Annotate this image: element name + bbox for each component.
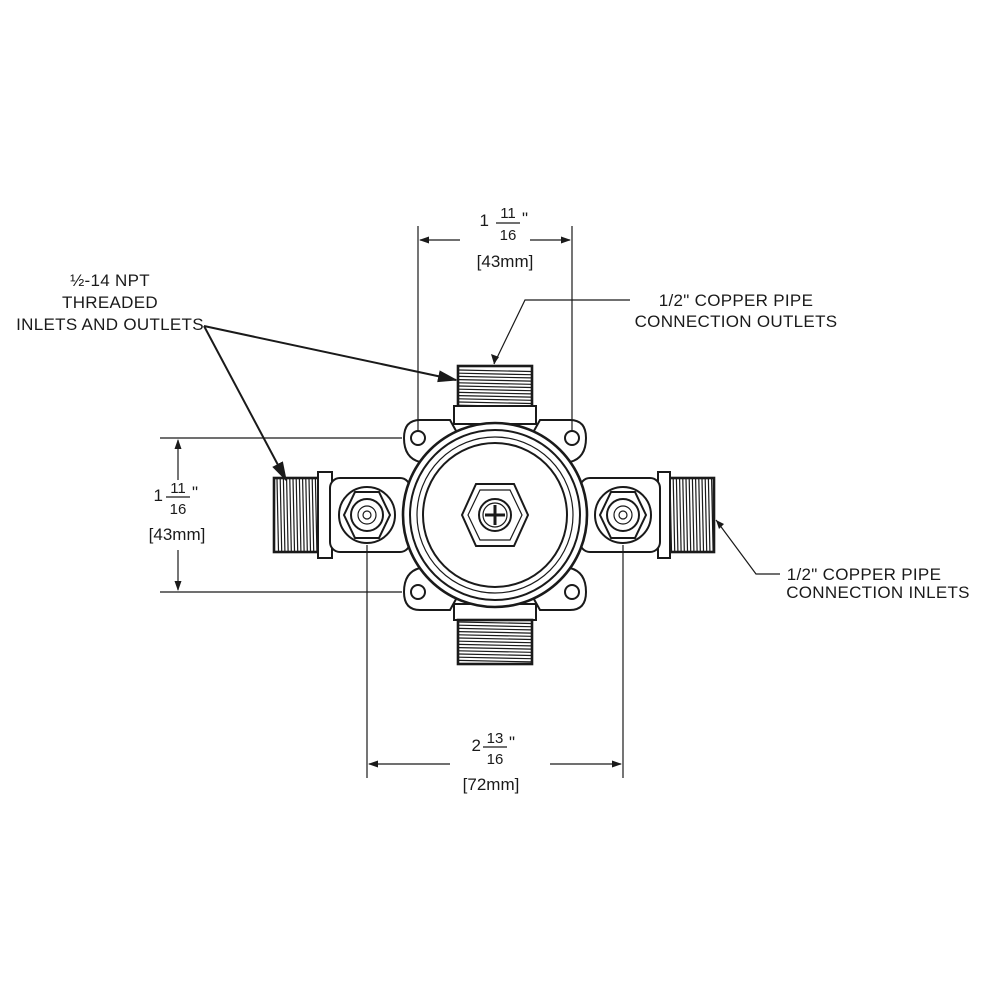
left-dim-whole: 1 [154, 486, 163, 505]
top-dim-numerator: 11 [500, 205, 516, 222]
bottom-dim-metric: [72mm] [463, 775, 520, 794]
outlets-callout: 1/2" COPPER PIPE CONNECTION OUTLETS [491, 291, 838, 365]
outlets-callout-line1: 1/2" COPPER PIPE [659, 291, 813, 310]
bottom-dim-whole: 2 [472, 736, 481, 755]
valve-stem [460, 483, 530, 547]
phillips-screw-icon [485, 505, 505, 525]
valve-body [272, 364, 716, 666]
left-stop-cartridge [338, 486, 396, 544]
outlets-callout-line2: CONNECTION OUTLETS [635, 312, 838, 331]
outlets-leader [493, 299, 630, 365]
bottom-dim-inch-mark: " [509, 733, 515, 752]
bottom-dim-numerator: 13 [487, 730, 504, 747]
npt-leader-to-left [203, 325, 287, 482]
left-dim-numerator: 11 [170, 480, 186, 497]
top-dim-inch-mark: " [522, 209, 528, 228]
top-dim-denominator: 16 [500, 227, 517, 244]
left-dim-denominator: 16 [170, 501, 187, 518]
bottom-dim-denominator: 16 [487, 751, 504, 768]
inlets-leader [715, 519, 780, 575]
top-dim-metric: [43mm] [477, 252, 534, 271]
bottom-dimension: 2 13 16 " [72mm] [366, 545, 624, 794]
npt-callout-line2: THREADED [62, 293, 158, 312]
inlets-callout-line2: CONNECTION INLETS [786, 583, 970, 602]
top-dim-whole: 1 [480, 211, 489, 230]
npt-callout-line3: INLETS AND OUTLETS [16, 315, 204, 334]
left-threaded-inlet [272, 471, 333, 559]
left-dim-inch-mark: " [192, 483, 198, 502]
npt-callout-line1: ½-14 NPT [70, 271, 150, 290]
right-threaded-inlet [657, 471, 716, 559]
top-threaded-outlet [453, 364, 537, 425]
npt-callout: ½-14 NPT THREADED INLETS AND OUTLETS [16, 271, 458, 482]
inlets-callout-line1: 1/2" COPPER PIPE [787, 565, 941, 584]
left-dim-metric: [43mm] [149, 525, 206, 544]
bottom-threaded-outlet [453, 603, 537, 666]
npt-leader-to-top [203, 325, 458, 383]
right-stop-cartridge [594, 486, 652, 544]
left-dimension: 1 11 16 " [43mm] [149, 437, 402, 593]
top-dimension: 1 11 16 " [43mm] [417, 205, 573, 432]
inlets-callout: 1/2" COPPER PIPE CONNECTION INLETS [715, 519, 970, 602]
